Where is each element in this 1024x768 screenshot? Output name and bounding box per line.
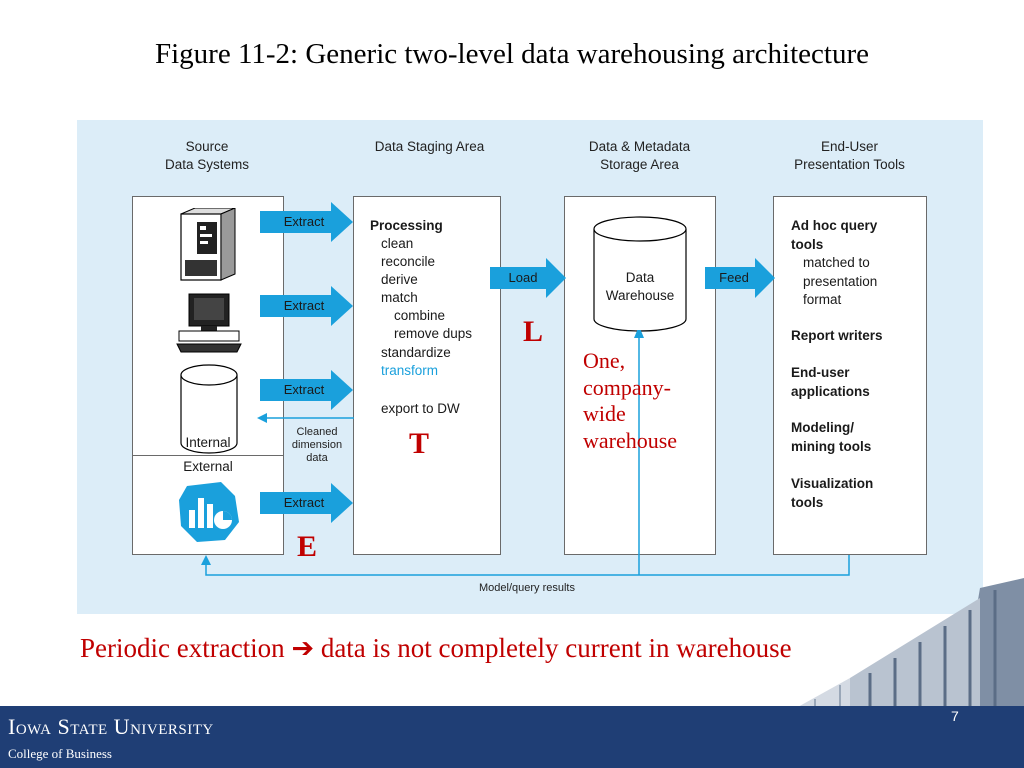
footer-bar: Iowa State University College of Busines… (0, 706, 1024, 768)
data-warehouse-icon (593, 216, 687, 332)
enduser-apps: End-user applications (791, 365, 870, 399)
cleaned-data-arrow (257, 413, 354, 423)
header-storage: Data & Metadata Storage Area (588, 139, 691, 172)
step-remove-dups: remove dups (394, 326, 473, 341)
storage-box: Data Warehouse (564, 196, 716, 555)
letter-l: L (523, 315, 544, 348)
internal-label: Internal (185, 435, 231, 450)
slide-title: Figure 11-2: Generic two-level data ware… (155, 38, 869, 70)
step-clean: clean (381, 236, 414, 251)
model-query-results-arrow (201, 330, 850, 576)
extract-label-4: Extract (283, 495, 325, 510)
caption: Periodic extraction ➔ data is not comple… (80, 633, 792, 664)
header-source: Source Data Systems (164, 139, 250, 172)
load-label: Load (508, 270, 538, 285)
staging-box: Processing clean reconcile derive match … (353, 196, 501, 555)
adhoc-matched: matched to presentation format (803, 255, 878, 307)
letter-e: E (297, 530, 318, 563)
extract-label-1: Extract (283, 214, 325, 229)
feed-arrow (705, 258, 775, 298)
source-box: Internal External (132, 196, 284, 555)
college-name: College of Business (8, 746, 112, 761)
external-data-icon (179, 482, 239, 542)
modeling-tools: Modeling/ mining tools (791, 420, 872, 454)
caption-arrow-icon: ➔ (291, 633, 315, 663)
model-query-label: Model/query results (479, 582, 575, 594)
adhoc-tools: Ad hoc query tools (791, 218, 878, 252)
extract-arrow-1 (260, 202, 353, 242)
external-label: External (183, 459, 233, 474)
warehouse-annotation: One, company- wide warehouse (583, 348, 678, 453)
processing-heading: Processing (370, 218, 443, 233)
step-match: match (381, 290, 418, 305)
step-combine: combine (394, 308, 446, 323)
university-name: Iowa State University (8, 714, 214, 739)
warehouse-label: Data Warehouse (605, 270, 675, 303)
step-standardize: standardize (381, 345, 451, 360)
database-icon (180, 364, 238, 454)
cleaned-data-label: Cleaned dimension data (291, 426, 343, 464)
page-number: 7 (951, 708, 959, 724)
step-transform: transform (381, 363, 439, 378)
extract-arrow-3 (260, 370, 353, 410)
header-staging: Data Staging Area (374, 139, 485, 154)
feed-label: Feed (719, 270, 749, 285)
diagram-panel: Source Data Systems Data Staging Area Da… (77, 120, 983, 614)
computer-icon (176, 293, 242, 353)
step-derive: derive (381, 272, 418, 287)
extract-label-3: Extract (283, 382, 325, 397)
extract-arrow-4 (260, 483, 353, 523)
server-icon (180, 208, 236, 281)
extract-label-2: Extract (283, 298, 325, 313)
caption-right: data is not completely current in wareho… (320, 633, 792, 663)
header-enduser: End-User Presentation Tools (794, 139, 905, 172)
load-arrow (490, 258, 566, 298)
caption-left: Periodic extraction (80, 633, 285, 663)
step-export: export to DW (381, 401, 460, 416)
enduser-box: Ad hoc query tools matched to presentati… (773, 196, 927, 555)
visualization-tools: Visualization tools (791, 476, 874, 510)
internal-external-divider (133, 455, 283, 456)
letter-t: T (409, 427, 430, 460)
report-writers: Report writers (791, 328, 883, 343)
step-reconcile: reconcile (381, 254, 436, 269)
extract-arrow-2 (260, 286, 353, 326)
